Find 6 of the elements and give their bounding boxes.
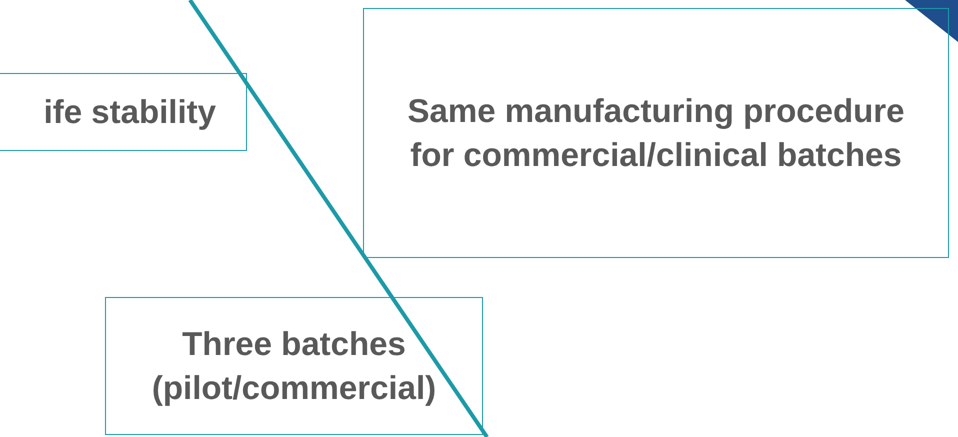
- box-label: Same manufacturing procedure for commercial/clinical batches: [406, 91, 906, 175]
- text-box: [105, 297, 483, 435]
- box-label: Three batches (pilot/commercial): [150, 324, 438, 408]
- text-box: [363, 8, 949, 258]
- text-box: [0, 73, 247, 151]
- box-label: ife stability: [44, 92, 216, 132]
